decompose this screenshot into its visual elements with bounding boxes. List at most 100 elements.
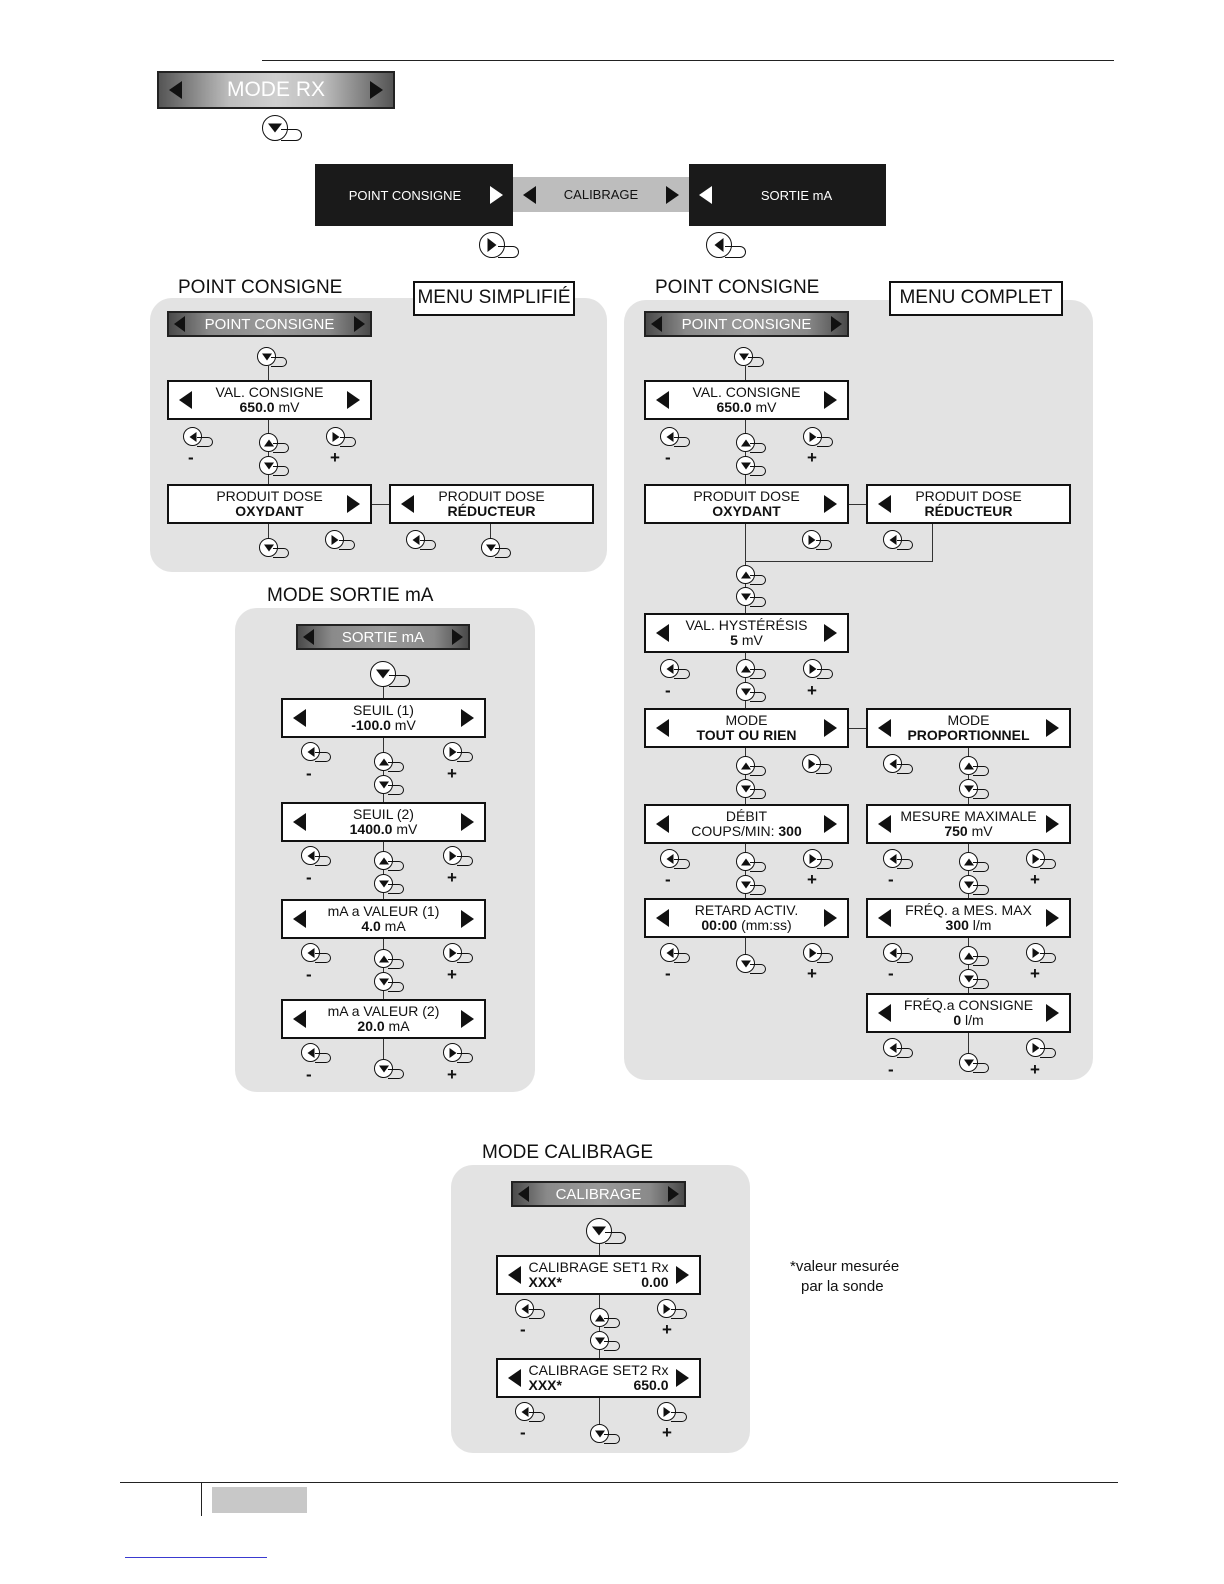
left-key-icon[interactable] (883, 754, 913, 774)
right-key-icon[interactable] (326, 427, 356, 447)
down-key-icon[interactable] (959, 875, 989, 895)
left-key-icon[interactable] (301, 846, 331, 866)
right-key-icon[interactable] (443, 742, 473, 762)
left-key-icon[interactable] (301, 943, 331, 963)
left-key-icon[interactable] (706, 232, 746, 258)
left-key-icon[interactable] (883, 849, 913, 869)
down-key-icon[interactable] (374, 874, 404, 894)
up-key-icon[interactable] (959, 756, 989, 776)
down-key-icon[interactable] (481, 538, 511, 558)
down-key-icon[interactable] (374, 775, 404, 795)
down-key-icon[interactable] (374, 972, 404, 992)
seuil2-box[interactable]: SEUIL (2)1400.0 mV (281, 802, 486, 842)
down-key-icon[interactable] (736, 779, 766, 799)
left-key-icon[interactable] (660, 943, 690, 963)
right-key-icon[interactable] (803, 659, 833, 679)
down-key-icon[interactable] (590, 1331, 620, 1351)
right-key-icon[interactable] (803, 427, 833, 447)
up-key-icon[interactable] (959, 852, 989, 872)
simplified-head-bar[interactable]: POINT CONSIGNE (167, 311, 372, 337)
retard-activ-box[interactable]: RETARD ACTIV.00:00 (mm:ss) (644, 898, 849, 938)
menu-point-consigne[interactable]: POINT CONSIGNE (315, 164, 513, 226)
right-key-icon[interactable] (479, 232, 519, 258)
up-key-icon[interactable] (736, 756, 766, 776)
right-key-icon[interactable] (657, 1402, 687, 1422)
right-key-icon[interactable] (443, 1043, 473, 1063)
up-key-icon[interactable] (736, 433, 766, 453)
down-key-icon[interactable] (259, 456, 289, 476)
down-key-icon[interactable] (736, 682, 766, 702)
right-key-icon[interactable] (802, 530, 832, 550)
up-key-icon[interactable] (736, 852, 766, 872)
menu-sortie-ma[interactable]: SORTIE mA (689, 164, 886, 226)
right-key-icon[interactable] (325, 530, 355, 550)
left-key-icon[interactable] (883, 1038, 913, 1058)
down-key-icon[interactable] (262, 115, 302, 141)
sortie-head-bar[interactable]: SORTIE mA (296, 624, 470, 650)
left-key-icon[interactable] (660, 659, 690, 679)
up-key-icon[interactable] (959, 946, 989, 966)
right-key-icon[interactable] (443, 943, 473, 963)
left-key-icon[interactable] (515, 1299, 545, 1319)
left-key-icon[interactable] (515, 1402, 545, 1422)
up-key-icon[interactable] (736, 565, 766, 585)
down-key-icon[interactable] (586, 1218, 626, 1244)
down-key-icon[interactable] (370, 661, 410, 687)
left-key-icon[interactable] (301, 1043, 331, 1063)
seuil1-box[interactable]: SEUIL (1)-100.0 mV (281, 698, 486, 738)
right-key-icon[interactable] (1026, 849, 1056, 869)
down-key-icon[interactable] (736, 456, 766, 476)
left-key-icon[interactable] (183, 427, 213, 447)
down-key-icon[interactable] (736, 587, 766, 607)
up-key-icon[interactable] (374, 949, 404, 969)
down-key-icon[interactable] (257, 347, 287, 367)
down-key-icon[interactable] (259, 538, 289, 558)
up-key-icon[interactable] (374, 752, 404, 772)
left-key-icon[interactable] (301, 742, 331, 762)
right-key-icon[interactable] (802, 754, 832, 774)
down-key-icon[interactable] (374, 1059, 404, 1079)
menu-calibrage[interactable]: CALIBRAGE (513, 177, 689, 212)
mode-rx-bar[interactable]: MODE RX (157, 71, 395, 109)
down-key-icon[interactable] (736, 954, 766, 974)
right-key-icon[interactable] (657, 1299, 687, 1319)
up-key-icon[interactable] (590, 1308, 620, 1328)
left-key-icon[interactable] (660, 427, 690, 447)
complete-head-bar[interactable]: POINT CONSIGNE (644, 311, 849, 337)
right-key-icon[interactable] (1026, 1038, 1056, 1058)
down-key-icon[interactable] (959, 1053, 989, 1073)
down-key-icon[interactable] (590, 1424, 620, 1444)
down-key-icon[interactable] (959, 969, 989, 989)
right-key-icon[interactable] (443, 846, 473, 866)
calibrage-head-bar[interactable]: CALIBRAGE (511, 1181, 686, 1207)
left-key-icon[interactable] (883, 530, 913, 550)
up-key-icon[interactable] (736, 659, 766, 679)
left-key-icon[interactable] (660, 849, 690, 869)
right-key-icon[interactable] (803, 943, 833, 963)
down-key-icon[interactable] (736, 875, 766, 895)
left-key-icon[interactable] (406, 530, 436, 550)
up-key-icon[interactable] (259, 433, 289, 453)
right-key-icon[interactable] (803, 849, 833, 869)
up-key-icon[interactable] (374, 851, 404, 871)
down-key-icon[interactable] (734, 347, 764, 367)
down-key-icon[interactable] (959, 779, 989, 799)
ma1-box[interactable]: mA a VALEUR (1)4.0 mA (281, 899, 486, 939)
ma2-box[interactable]: mA a VALEUR (2)20.0 mA (281, 999, 486, 1039)
right-key-icon[interactable] (1026, 943, 1056, 963)
